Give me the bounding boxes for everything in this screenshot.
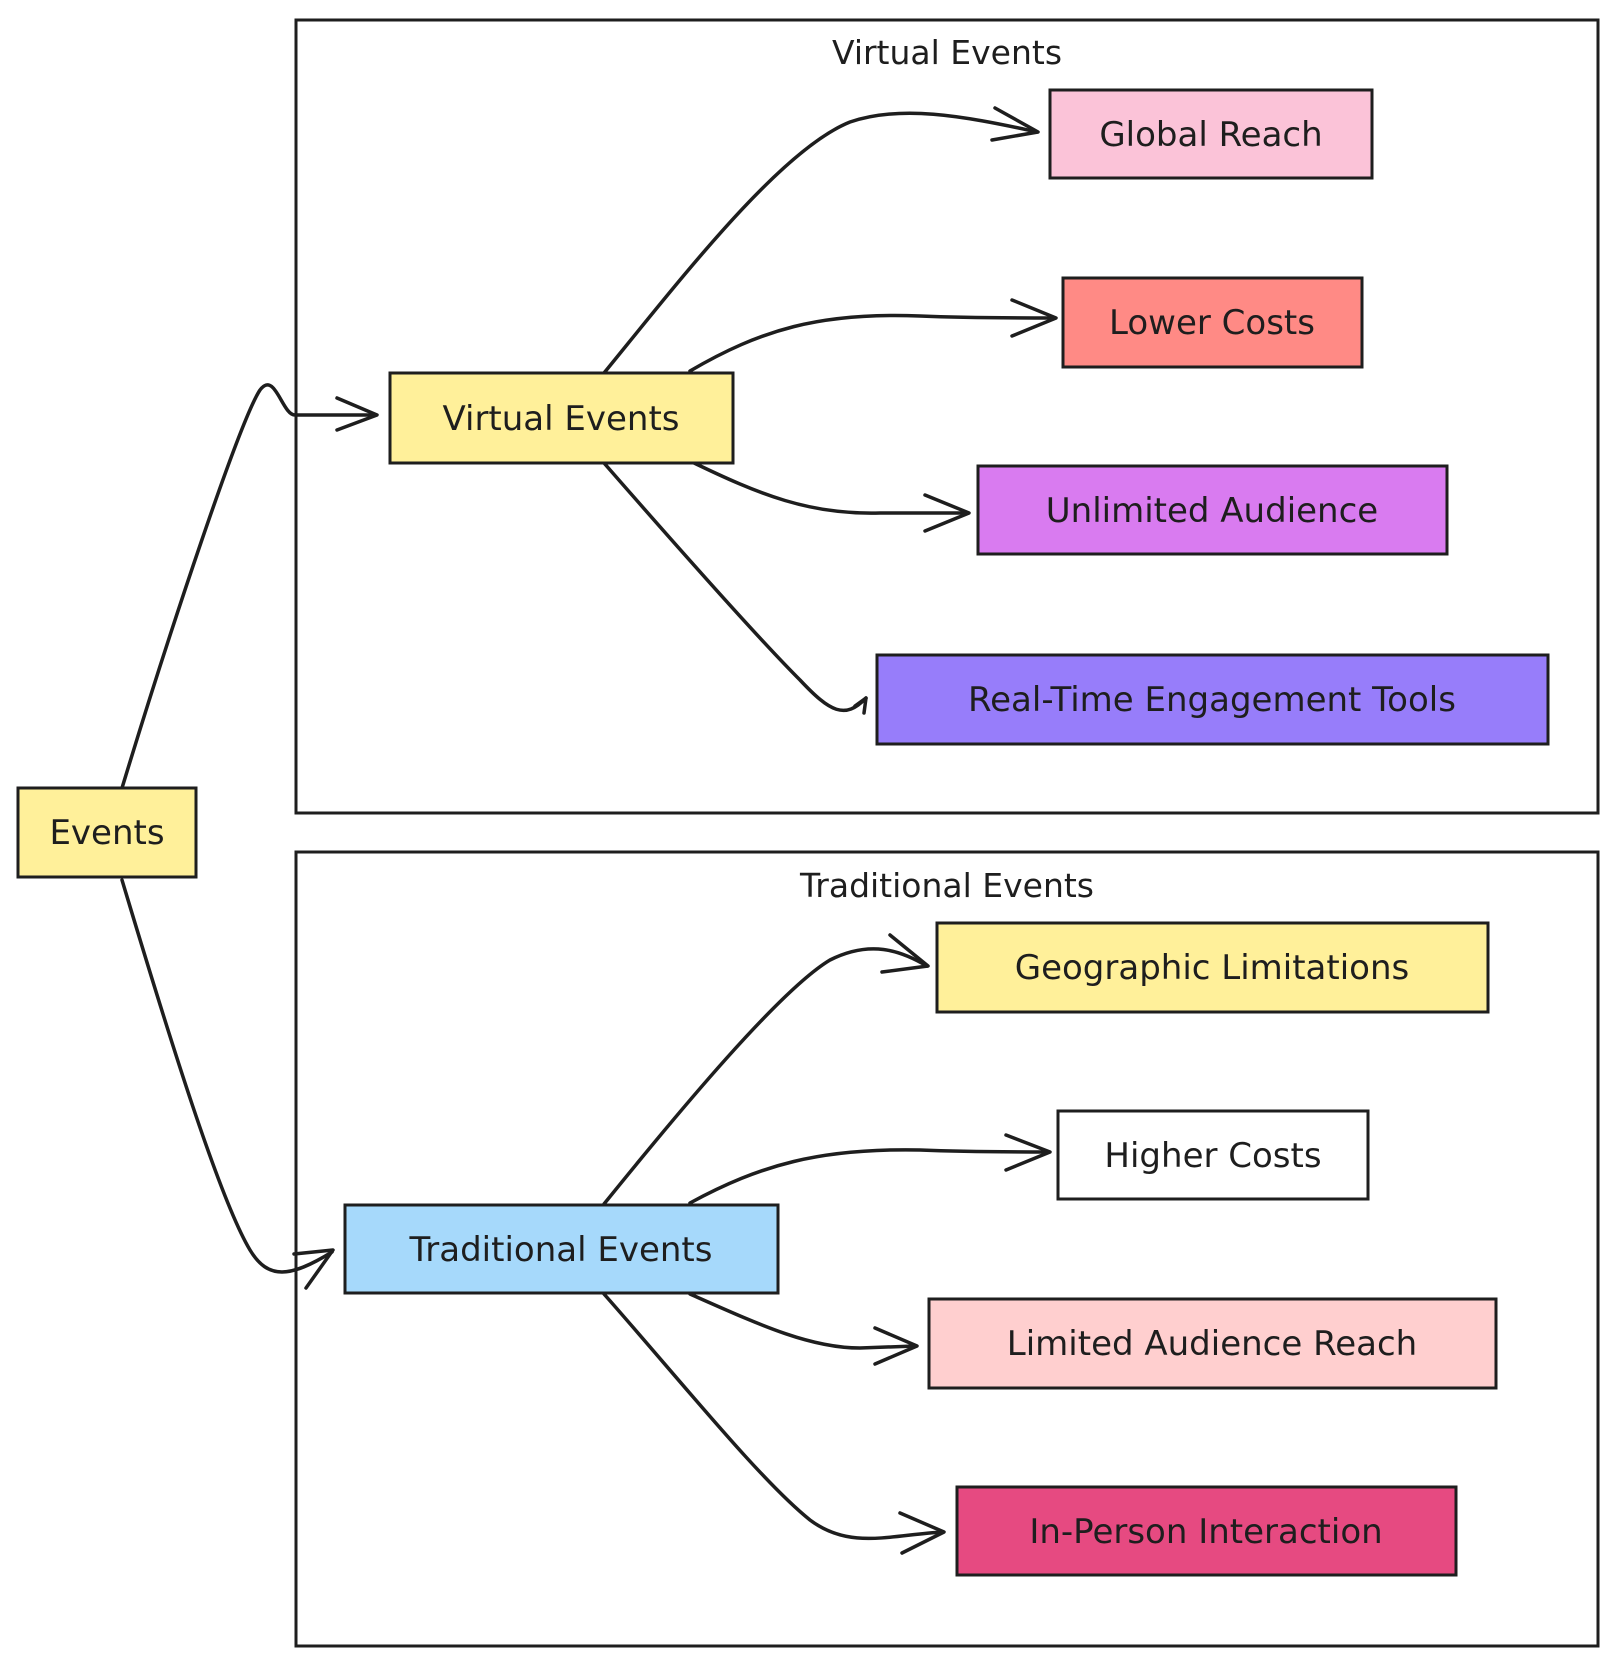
node-unlimited-audience: Unlimited Audience (976, 464, 1449, 556)
node-traditional-events-label: Traditional Events (409, 1230, 713, 1270)
node-events-label: Events (49, 813, 164, 853)
node-virtual-events-label: Virtual Events (442, 399, 679, 439)
node-lower-costs: Lower Costs (1061, 276, 1364, 369)
node-real-time-engagement-tools-label: Real-Time Engagement Tools (968, 680, 1456, 720)
node-global-reach-label: Global Reach (1099, 115, 1322, 155)
node-global-reach: Global Reach (1048, 88, 1374, 180)
node-geographic-limitations-box (935, 921, 1490, 1014)
group-traditional-events: Traditional Events (294, 850, 1600, 1648)
edge-virtual-realtime-arrowhead (853, 696, 868, 715)
node-limited-audience-reach-box (927, 1297, 1498, 1390)
node-global-reach-box (1048, 88, 1374, 180)
node-higher-costs-box (1056, 1109, 1370, 1201)
node-limited-audience-reach-label: Limited Audience Reach (1007, 1324, 1417, 1364)
node-lower-costs-box (1061, 276, 1364, 369)
edge-traditional-geographic (602, 947, 929, 1206)
edge-events-traditional-arrowhead (292, 1248, 335, 1290)
edges (120, 106, 1058, 1555)
node-events-box (16, 786, 198, 879)
edge-virtual-unlimited-arrowhead (923, 493, 971, 533)
node-higher-costs: Higher Costs (1056, 1109, 1370, 1201)
node-lower-costs-label: Lower Costs (1109, 303, 1315, 343)
edge-virtual-global (602, 111, 1039, 375)
node-in-person-interaction: In-Person Interaction (955, 1485, 1458, 1577)
edge-virtual-lower-arrowhead (1010, 298, 1058, 338)
node-in-person-interaction-box (955, 1485, 1458, 1577)
edge-traditional-higher (688, 1148, 1051, 1205)
node-virtual-events: Virtual Events (388, 371, 735, 465)
node-unlimited-audience-label: Unlimited Audience (1046, 491, 1378, 531)
node-real-time-engagement-tools-box (875, 653, 1550, 746)
group-traditional-events-label: Traditional Events (799, 866, 1094, 905)
node-in-person-interaction-label: In-Person Interaction (1029, 1512, 1382, 1552)
node-geographic-limitations-label: Geographic Limitations (1015, 948, 1410, 988)
node-limited-audience-reach: Limited Audience Reach (927, 1297, 1498, 1390)
edge-virtual-realtime (602, 461, 868, 713)
edge-traditional-inperson-arrowhead (898, 1511, 946, 1555)
node-geographic-limitations: Geographic Limitations (935, 921, 1490, 1014)
node-real-time-engagement-tools: Real-Time Engagement Tools (875, 653, 1550, 746)
edge-traditional-limited (688, 1292, 917, 1350)
group-virtual-events-label: Virtual Events (832, 33, 1062, 72)
edge-traditional-inperson (602, 1292, 945, 1541)
edge-traditional-geographic-arrowhead (880, 933, 930, 974)
node-higher-costs-label: Higher Costs (1104, 1136, 1321, 1176)
node-events: Events (16, 786, 198, 879)
edge-virtual-lower (688, 313, 1056, 373)
node-traditional-events-box (343, 1203, 780, 1295)
edge-events-virtual (120, 383, 377, 790)
edge-virtual-unlimited (688, 459, 969, 515)
node-unlimited-audience-box (976, 464, 1449, 556)
node-virtual-events-box (388, 371, 735, 465)
edge-events-traditional (120, 878, 334, 1274)
edge-traditional-higher-arrowhead (1004, 1133, 1052, 1172)
group-traditional-events-box (294, 850, 1600, 1648)
node-traditional-events: Traditional Events (343, 1203, 780, 1295)
edge-events-virtual-arrowhead (335, 396, 379, 432)
edge-traditional-limited-arrowhead (873, 1326, 919, 1366)
edge-virtual-global-arrowhead (990, 106, 1040, 142)
